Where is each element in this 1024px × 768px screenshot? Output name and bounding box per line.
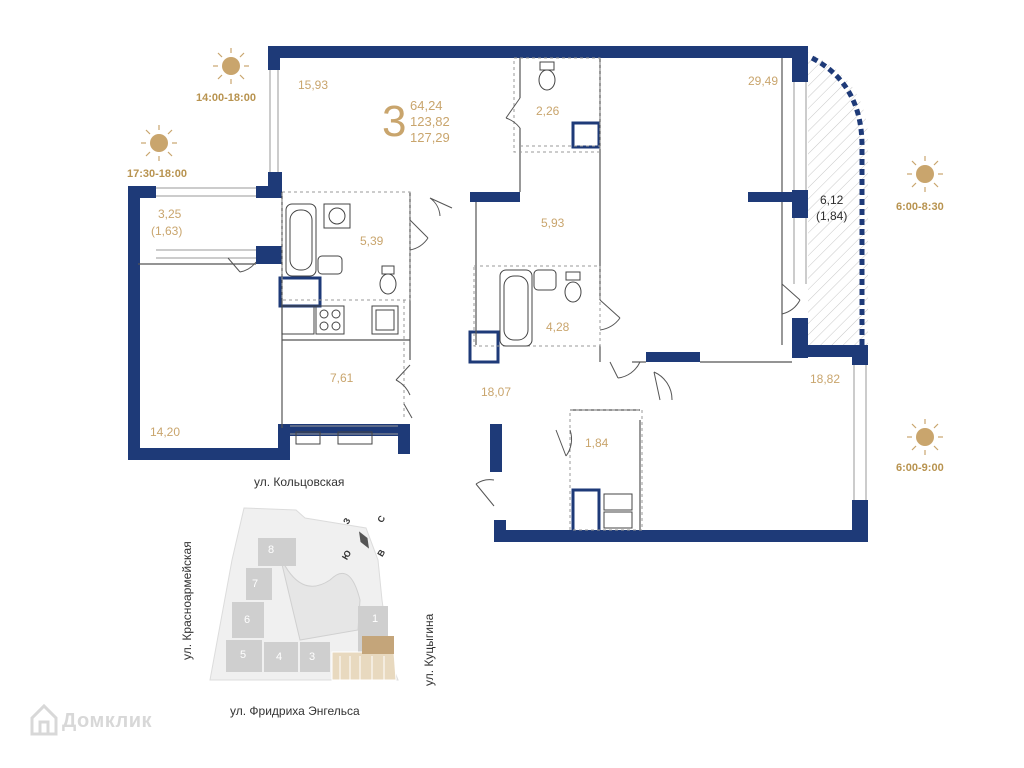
sun-time-label: 17:30-18:00 [127, 168, 187, 180]
rooms-count: 3 [382, 97, 407, 146]
building-7 [246, 568, 272, 600]
street-label: ул. Красноармейская [180, 541, 194, 660]
sun-time-label: 14:00-18:00 [196, 92, 256, 104]
room-area-label: 1,84 [585, 436, 609, 450]
living-area: 64,24 [410, 98, 443, 113]
building-5 [226, 640, 262, 672]
building-3 [300, 642, 330, 672]
windows [156, 70, 867, 500]
sun-icon [213, 48, 249, 84]
sun-icon [907, 419, 943, 455]
street-label: ул. Кольцовская [254, 475, 345, 489]
total-area: 123,82 [410, 114, 450, 129]
fixtures [281, 61, 633, 529]
doors [227, 97, 801, 507]
building-number: 7 [252, 578, 259, 590]
sun-icon [141, 125, 177, 161]
total-area-with-balcony: 127,29 [410, 130, 450, 145]
room-area-label: 5,39 [360, 234, 384, 248]
sun-time-label: 6:00-9:00 [896, 462, 944, 474]
compass [359, 531, 369, 549]
street-label: ул. Куцыгина [422, 613, 436, 686]
room-area-label: 7,61 [330, 371, 354, 385]
dashed-partitions [281, 57, 643, 531]
building-number: 6 [244, 614, 251, 626]
building-4 [264, 642, 298, 672]
room-area-label: 18,07 [481, 385, 512, 399]
balcony-rail [810, 55, 865, 345]
building-number: 4 [276, 651, 283, 663]
sun-time-label: 6:00-8:30 [896, 201, 944, 213]
building-number: 1 [372, 613, 379, 625]
balcony-hatch [808, 52, 868, 345]
sun-icon [907, 156, 943, 192]
building-number: 8 [268, 544, 275, 556]
room-area-label: 2,26 [536, 104, 560, 118]
room-area-label: 15,93 [298, 78, 329, 92]
room-area-label: 5,93 [541, 216, 565, 230]
room-area-label: 3,25 [158, 207, 182, 221]
room-area-label: 29,49 [748, 74, 779, 88]
building-number: 3 [309, 651, 316, 663]
room-area-label: 4,28 [546, 320, 570, 334]
balcony-area-label: (1,84) [816, 209, 848, 223]
domclick-logo-icon [30, 703, 58, 736]
building-6 [232, 602, 264, 638]
site-map [209, 507, 399, 681]
outer-walls [128, 46, 868, 542]
street-label: ул. Фридриха Энгельса [230, 704, 360, 718]
room-area-label: 18,82 [810, 372, 841, 386]
balcony-area-label: 6,12 [820, 193, 844, 207]
room-area-label: (1,63) [151, 224, 183, 238]
room-area-label: 14,20 [150, 425, 181, 439]
apartment-areas: 64,24 123,82 127,29 [410, 98, 450, 146]
sun-icons [141, 48, 943, 455]
building-number: 5 [240, 649, 247, 661]
watermark-text: Домклик [62, 710, 153, 732]
building-8 [258, 538, 296, 566]
building-2-highlight [331, 651, 397, 681]
